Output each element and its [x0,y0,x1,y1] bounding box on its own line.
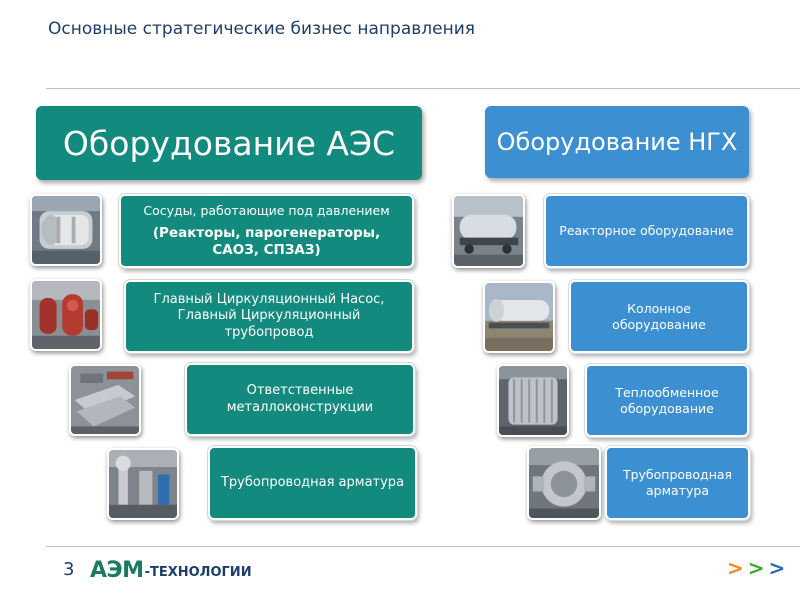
photo-heat-exchanger [497,364,569,437]
metal-structures-item: Ответственные металлоконструкции [184,362,416,437]
heat-exchange-equipment-item: Теплообменное оборудование [584,363,750,438]
page-number: 3 [63,559,75,580]
arrow-icon: > [727,556,748,580]
page-title: Основные стратегические бизнес направлен… [48,19,475,39]
pressure-vessels-item: Сосуды, работающие под давлением (Реакто… [118,193,415,269]
logo-sub-text: -ТЕХНОЛОГИИ [144,565,252,580]
aes-equipment-heading: Оборудование АЭС [36,106,422,180]
column-equipment-item: Колонное оборудование [568,279,750,354]
photo-metal-structures [69,364,141,436]
arrow-icon: > [768,556,790,580]
pipeline-valves-left-item: Трубопроводная арматура [207,445,418,521]
pressure-vessels-detail: (Реакторы, парогенераторы, САОЗ, СПЗАЗ) [152,224,381,258]
photo-pressure-vessel [30,194,102,266]
company-logo: АЭМ-ТЕХНОЛОГИИ [90,557,252,583]
photo-reactor-transport [452,194,525,268]
header-divider [46,88,800,89]
logo-main-text: АЭМ [90,558,144,583]
photo-column [483,281,555,353]
ngx-equipment-heading: Оборудование НГХ [485,106,749,178]
pipeline-valves-right-item: Трубопроводная арматура [604,445,751,521]
photo-valves [107,448,179,520]
pressure-vessels-title: Сосуды, работающие под давлением [143,202,390,218]
main-circulation-pump-item: Главный Циркуляционный Насос, Главный Ци… [123,279,415,354]
footer-divider [46,546,800,547]
reactor-equipment-item: Реакторное оборудование [543,193,750,269]
photo-pumps [30,279,102,351]
photo-pipeline-valve [527,446,601,520]
next-slide-arrows[interactable]: >>> [727,556,789,580]
arrow-icon: > [747,556,769,580]
